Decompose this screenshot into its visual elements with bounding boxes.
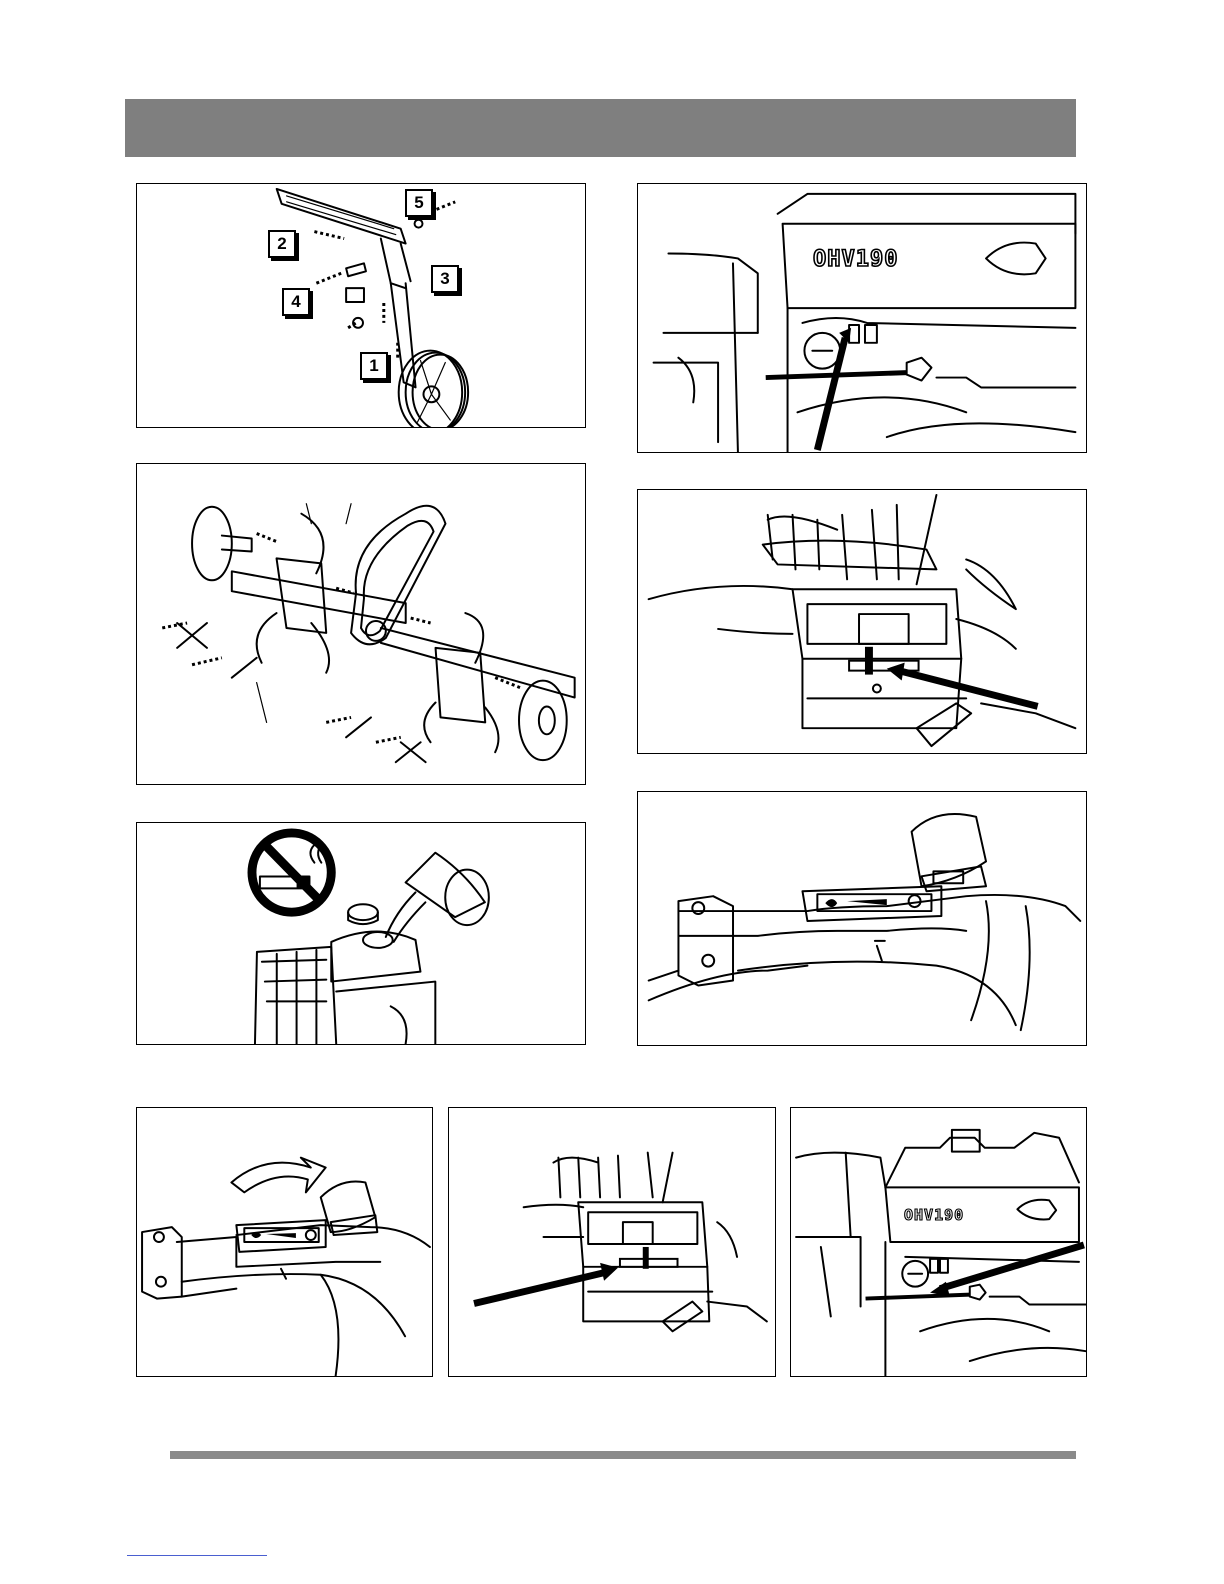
step-label-3: 3	[431, 265, 459, 293]
fuel-shutoff-drawing	[638, 490, 1086, 753]
figure-throttle-control	[637, 791, 1087, 1046]
figure-fuel-shutoff-small	[448, 1107, 776, 1377]
step-label-1: 1	[360, 352, 388, 380]
figure-engine-fuel-valve-small: OHV190	[790, 1107, 1087, 1377]
tine-assembly-drawing	[137, 464, 585, 784]
step-label-4: 4	[282, 288, 310, 316]
step-label-2: 2	[268, 230, 296, 258]
engine-model-label-small: OHV190	[904, 1206, 964, 1224]
fuel-shutoff-small-drawing	[449, 1108, 775, 1376]
throttle-drawing	[638, 792, 1086, 1045]
engine-model-label: OHV190	[813, 247, 898, 272]
figure-wheel-assembly: 5 2 3 4 1	[136, 183, 586, 428]
figure-fuel-shutoff	[637, 489, 1087, 754]
throttle-rotation-drawing	[137, 1108, 432, 1376]
figure-tine-assembly	[136, 463, 586, 785]
refuel-drawing	[137, 823, 585, 1044]
figure-throttle-rotation	[136, 1107, 433, 1377]
wheel-assembly-drawing	[137, 184, 585, 427]
figure-refuel-no-smoking	[136, 822, 586, 1045]
figure-engine-fuel-valve: OHV190	[637, 183, 1087, 453]
engine-drawing	[638, 184, 1086, 452]
footer-rule	[170, 1451, 1076, 1459]
footer-link-underline	[127, 1555, 267, 1556]
header-bar	[125, 99, 1076, 157]
engine-small-drawing	[791, 1108, 1086, 1376]
step-label-5: 5	[405, 189, 433, 217]
